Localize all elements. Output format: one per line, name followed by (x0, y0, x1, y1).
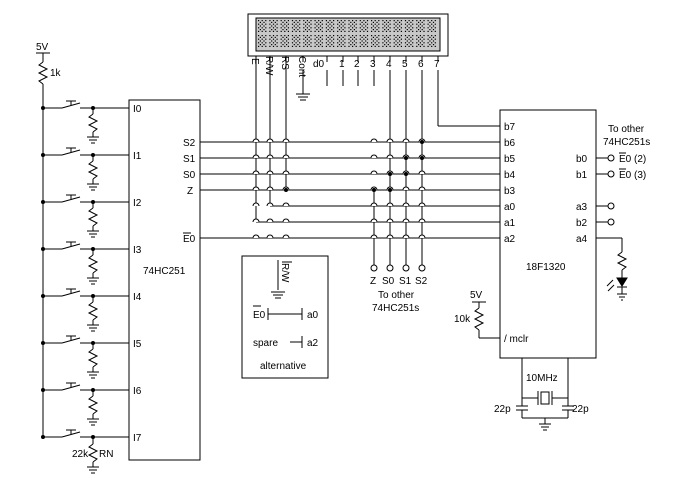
lcd-pin-5: 5 (402, 59, 408, 70)
other-mux-caption-1: To other (608, 124, 645, 135)
mux-chip (128, 99, 201, 461)
mcu-pin-b5: b5 (504, 154, 516, 165)
rn-value-label: 22k (72, 449, 89, 460)
mcu-pin-a0: a0 (504, 202, 516, 213)
cap-left-label: 22p (494, 404, 511, 415)
switch-row-1 (41, 147, 129, 191)
tap-s1: S1 (399, 276, 412, 287)
lcd-pin-1: 1 (339, 59, 345, 70)
mux-pin-i4: I4 (133, 292, 142, 303)
lcd-pin-d0: d0 (313, 59, 325, 70)
lcd-pin-7: 7 (434, 59, 440, 70)
mcu-pin-b2: b2 (576, 218, 588, 229)
switch-row-3 (41, 241, 129, 285)
mux-pin-i2: I2 (133, 198, 142, 209)
tap-caption-1: To other (378, 290, 415, 301)
lcd-pin-6: 6 (418, 59, 424, 70)
supply-5v-label: 5V (36, 42, 49, 53)
mux-pin-i6: I6 (133, 386, 142, 397)
mux-pin-i7: I7 (133, 433, 142, 444)
switch-row-0 (41, 100, 129, 144)
tap-z: Z (370, 276, 376, 287)
mux-pin-s1: S1 (183, 154, 196, 165)
alternative-box (241, 255, 329, 379)
switch-row-5 (41, 335, 129, 379)
mux-pin-z: Z (187, 186, 193, 197)
led-circuit (596, 237, 628, 301)
lcd-pin-3: 3 (370, 59, 376, 70)
mcu-pin-b1: b1 (576, 170, 588, 181)
mux-chip-name: 74HC251 (143, 266, 186, 277)
mcu-pin-a2: a2 (504, 234, 516, 245)
lcd-pin-rs: RS (279, 56, 290, 70)
mcu-pin-mclr: / mclr (504, 334, 529, 345)
switch-row-7 (41, 429, 129, 439)
mux-pin-i5: I5 (133, 339, 142, 350)
mux-pin-i3: I3 (133, 245, 142, 256)
alt-caption: alternative (260, 361, 307, 372)
switch-row-2 (41, 194, 129, 238)
mcu-pin-a4: a4 (576, 234, 588, 245)
enable-e0-2: E0 (2) (619, 154, 646, 165)
mcu-pin-b0: b0 (576, 154, 588, 165)
wire-crossings (252, 138, 426, 239)
lcd-pins (255, 56, 439, 62)
lcd-pin-e: E (249, 58, 260, 65)
enable-e0-3: E0 (3) (619, 170, 646, 181)
mux-pin-i1: I1 (133, 151, 142, 162)
mcu-pin-b6: b6 (504, 138, 516, 149)
mux-pin-i0: I0 (133, 104, 142, 115)
mcu-pin-a3: a3 (576, 202, 588, 213)
alt-a0-label: a0 (307, 310, 319, 321)
reset-5v-label: 5V (470, 290, 483, 301)
mcu-pin-b7: b7 (504, 122, 516, 133)
rn-name-label: RN (99, 449, 113, 460)
tap-caption-2: 74HC251s (372, 303, 419, 314)
mcu-pin-a1: a1 (504, 218, 516, 229)
other-mux-caption-2: 74HC251s (603, 137, 650, 148)
reset-10k-label: 10k (454, 314, 471, 325)
pullup-1k-label: 1k (50, 68, 62, 79)
mux-pin-e0: E0 (183, 234, 196, 245)
alt-rw-label: R/W (279, 263, 290, 283)
lcd-pin-rw: R/W (263, 56, 274, 76)
cap-right-label: 22p (572, 404, 589, 415)
alt-spare-label: spare (253, 338, 278, 349)
switch-row-4 (41, 288, 129, 332)
crystal-label: 10MHz (526, 373, 558, 384)
mcu-pin-b3: b3 (504, 186, 516, 197)
lcd-screen (255, 17, 441, 52)
alt-a2-label: a2 (307, 338, 319, 349)
tap-s2: S2 (415, 276, 428, 287)
mux-pin-s2: S2 (183, 138, 196, 149)
input-switch-ladder (41, 100, 129, 439)
switch-row-6 (41, 382, 129, 426)
mcu-chip-name: 18F1320 (526, 262, 566, 273)
lcd-pin-cont: Cont (296, 56, 307, 77)
oscillator-circuit (516, 358, 574, 431)
mux-pin-s0: S0 (183, 170, 196, 181)
tap-s0: S0 (382, 276, 395, 287)
lcd-pin-4: 4 (386, 59, 392, 70)
mcu-pin-b4: b4 (504, 170, 516, 181)
lcd-pin-2: 2 (354, 59, 360, 70)
junction-dots (284, 140, 424, 192)
mcu-chip (499, 109, 597, 359)
bus-wires (200, 62, 500, 265)
lcd-module (247, 13, 449, 57)
alt-e0-label: E0 (253, 310, 266, 321)
